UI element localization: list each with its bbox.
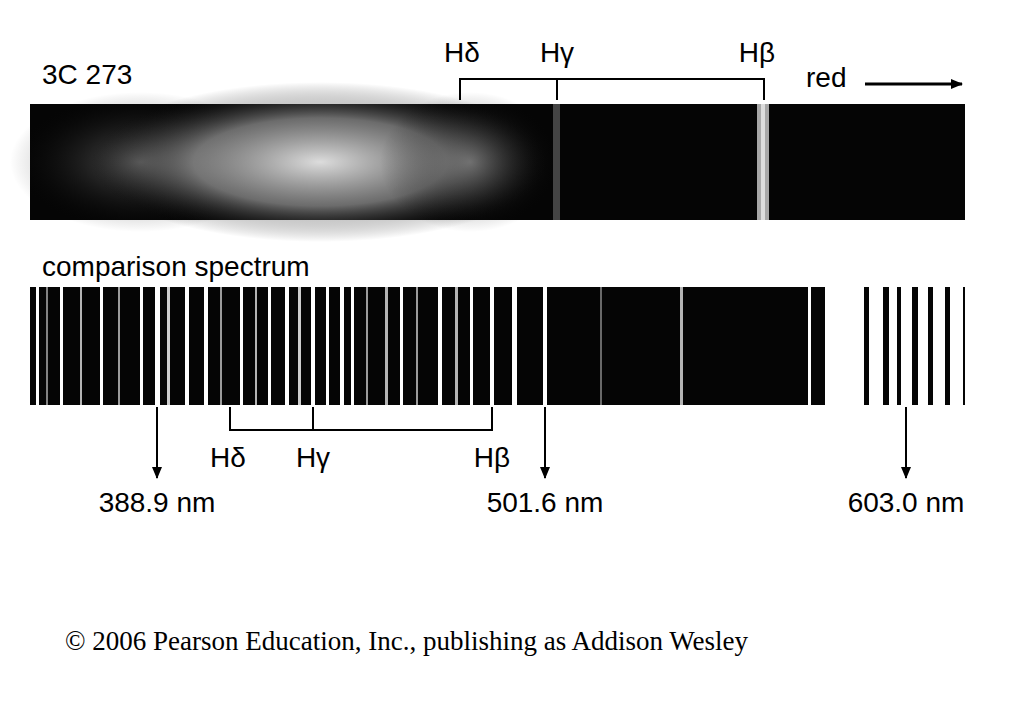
copyright-note: © 2006 Pearson Education, Inc., publishi… — [65, 627, 748, 657]
line-bracket — [460, 79, 764, 100]
line-label: Hδ — [210, 443, 246, 474]
quasar-spectrum — [10, 82, 965, 242]
wavelength-label: 388.9 nm — [99, 488, 216, 519]
line-label: Hγ — [296, 443, 330, 474]
spectrum-name: comparison spectrum — [42, 252, 310, 283]
line-label: Hγ — [540, 38, 574, 69]
wavelength-label: 603.0 nm — [848, 488, 965, 519]
line-label: Hδ — [444, 38, 480, 69]
line-label: Hβ — [474, 443, 510, 474]
direction-arrow — [865, 83, 962, 86]
spectrum-name: 3C 273 — [42, 60, 132, 91]
comparison-spectrum — [30, 287, 965, 405]
line-label: Hβ — [739, 38, 775, 69]
line-bracket — [230, 407, 492, 430]
wavelength-pointer — [157, 407, 906, 478]
wavelength-label: 501.6 nm — [487, 488, 604, 519]
direction-label: red — [806, 63, 846, 94]
